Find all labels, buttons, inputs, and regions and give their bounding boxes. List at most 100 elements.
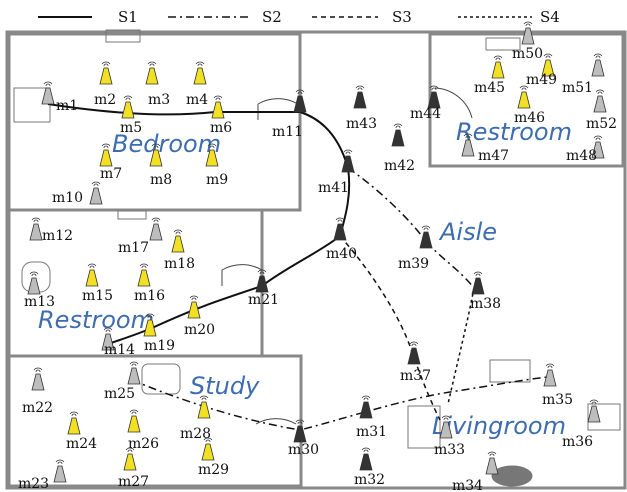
signal-wave-icon xyxy=(55,459,65,465)
signal-wave-icon xyxy=(335,217,345,223)
sensor-m4: m4 xyxy=(186,61,208,108)
sensor-m50: m50 xyxy=(512,21,543,62)
sensor-m38: m38 xyxy=(470,271,501,312)
sensor-m5: m5 xyxy=(120,95,142,136)
signal-wave-icon xyxy=(43,81,53,87)
sensor-m10: m10 xyxy=(52,181,103,206)
appliance-sensor-gray-icon xyxy=(31,373,45,391)
sensor-label-m19: m19 xyxy=(144,338,175,354)
motion-sensor-yellow-icon xyxy=(491,61,505,79)
sensor-m40: m40 xyxy=(326,217,357,262)
door-sensor-dark-icon xyxy=(391,129,405,147)
door-sensor-dark-icon xyxy=(353,91,367,109)
sensor-label-m42: m42 xyxy=(384,158,415,174)
signal-wave-icon xyxy=(87,263,97,269)
sensor-m14: m14 xyxy=(101,327,135,358)
sensor-label-m41: m41 xyxy=(318,180,349,196)
door-restroom-left xyxy=(221,264,263,286)
sensor-label-m48: m48 xyxy=(566,148,597,164)
appliance-sensor-gray-icon xyxy=(101,333,115,351)
signal-wave-icon xyxy=(595,89,605,95)
sensor-label-m28: m28 xyxy=(180,426,211,442)
signal-wave-icon xyxy=(189,295,199,301)
door-sensor-dark-icon xyxy=(293,95,307,113)
sensor-label-m29: m29 xyxy=(198,462,229,478)
motion-sensor-yellow-icon xyxy=(143,319,157,337)
door-study xyxy=(255,418,297,425)
appliance-sensor-gray-icon xyxy=(587,405,601,423)
appliance-sensor-gray-icon xyxy=(485,457,499,475)
door-sensor-dark-icon xyxy=(341,155,355,173)
signal-wave-icon xyxy=(145,313,155,319)
sensor-m18: m18 xyxy=(164,229,195,272)
appliance-sensor-gray-icon xyxy=(41,87,55,105)
room-label-restroom-left: Restroom xyxy=(38,306,154,334)
signal-wave-icon xyxy=(589,399,599,405)
tv-cabinet-icon xyxy=(489,359,531,383)
sensor-label-m13: m13 xyxy=(24,294,55,310)
sensor-m1: m1 xyxy=(41,81,78,114)
motion-sensor-yellow-icon xyxy=(201,443,215,461)
signal-wave-icon xyxy=(29,271,39,277)
door-sensor-dark-icon xyxy=(359,453,373,471)
sensor-label-m23: m23 xyxy=(18,476,49,492)
sensor-m9: m9 xyxy=(205,143,228,188)
sensor-label-m20: m20 xyxy=(184,322,215,338)
bookshelf-icon xyxy=(407,405,441,449)
sensor-label-m10: m10 xyxy=(52,190,83,206)
mirror-icon xyxy=(485,37,521,51)
door-sensor-dark-icon xyxy=(359,401,373,419)
path-s4 xyxy=(447,287,475,405)
signal-wave-icon xyxy=(101,61,111,67)
sensor-m15: m15 xyxy=(82,263,113,304)
appliance-sensor-gray-icon xyxy=(591,141,605,159)
sensor-m27: m27 xyxy=(118,447,149,490)
signal-wave-icon xyxy=(593,135,603,141)
sensor-label-m36: m36 xyxy=(562,434,593,450)
room-label-study: Study xyxy=(190,372,260,400)
appliance-sensor-gray-icon xyxy=(593,95,607,113)
sensor-label-m34: m34 xyxy=(452,478,483,492)
sensor-label-m4: m4 xyxy=(186,92,208,108)
sensor-label-m27: m27 xyxy=(118,474,149,490)
sensor-m7: m7 xyxy=(99,143,122,182)
sensor-m12: m12 xyxy=(29,217,73,244)
sensor-label-m18: m18 xyxy=(164,256,195,272)
signal-wave-icon xyxy=(393,123,403,129)
furniture xyxy=(13,29,621,487)
appliance-sensor-gray-icon xyxy=(89,187,103,205)
sensor-m22: m22 xyxy=(22,367,53,416)
signal-wave-icon xyxy=(519,85,529,91)
legend-label-s3: S3 xyxy=(392,8,412,26)
signal-wave-icon xyxy=(207,143,217,149)
signal-wave-icon xyxy=(139,263,149,269)
sensor-m17: m17 xyxy=(118,217,163,256)
motion-sensor-yellow-icon xyxy=(171,235,185,253)
sensor-label-m5: m5 xyxy=(120,120,142,136)
sensor-label-m12: m12 xyxy=(42,228,73,244)
sensor-m35: m35 xyxy=(542,363,573,408)
motion-sensor-yellow-icon xyxy=(193,67,207,85)
sensor-label-m6: m6 xyxy=(210,120,232,136)
sensor-label-m9: m9 xyxy=(206,172,228,188)
appliance-sensor-gray-icon xyxy=(521,27,535,45)
signal-wave-icon xyxy=(473,271,483,277)
door-restroom-top xyxy=(434,87,473,119)
signal-wave-icon xyxy=(199,395,209,401)
sensor-m33: m33 xyxy=(434,415,465,458)
signal-wave-icon xyxy=(129,409,139,415)
appliance-sensor-gray-icon xyxy=(127,367,141,385)
motion-sensor-yellow-icon xyxy=(197,401,211,419)
shelf-icon xyxy=(105,29,141,43)
door-sensor-dark-icon xyxy=(333,223,347,241)
sensor-m3: m3 xyxy=(145,61,170,108)
sensor-m6: m6 xyxy=(210,95,232,136)
sensor-m21: m21 xyxy=(248,269,279,308)
signal-wave-icon xyxy=(203,437,213,443)
sensor-label-m3: m3 xyxy=(148,92,170,108)
sensor-label-m40: m40 xyxy=(326,246,357,262)
sensor-m28: m28 xyxy=(180,395,211,442)
signal-wave-icon xyxy=(593,53,603,59)
signal-wave-icon xyxy=(213,95,223,101)
sensor-label-m26: m26 xyxy=(128,436,159,452)
